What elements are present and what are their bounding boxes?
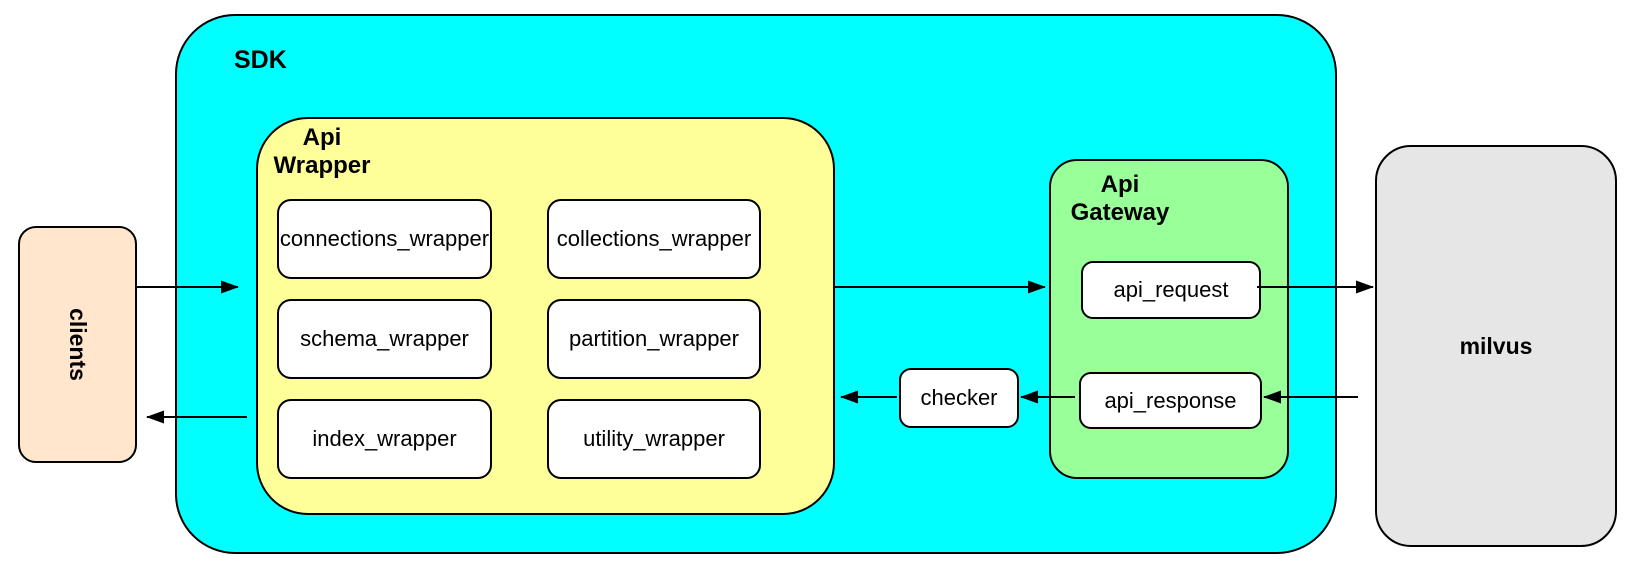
api-wrapper-label-line2: Wrapper bbox=[273, 152, 371, 179]
clients-label: clients bbox=[65, 308, 91, 381]
partition-wrapper-node: partition_wrapper bbox=[547, 299, 761, 379]
api-response-node: api_response bbox=[1079, 372, 1262, 429]
api-request-node: api_request bbox=[1081, 261, 1261, 319]
milvus-node: milvus bbox=[1375, 145, 1617, 547]
api-gateway-container: Api Gateway api_request api_response bbox=[1049, 159, 1289, 479]
api-wrapper-label-line1: Api bbox=[302, 124, 342, 151]
api-gateway-label-line1: Api bbox=[1100, 171, 1140, 198]
clients-node: clients bbox=[18, 226, 137, 463]
connections-wrapper-node: connections_wrapper bbox=[277, 199, 492, 279]
api-wrapper-container: Api Wrapper connections_wrapper collecti… bbox=[256, 117, 835, 515]
sdk-label: SDK bbox=[234, 46, 287, 74]
api-wrapper-label: Api Wrapper bbox=[272, 124, 372, 180]
api-gateway-label-line2: Gateway bbox=[1070, 199, 1170, 226]
api-gateway-label: Api Gateway bbox=[1065, 171, 1175, 227]
collections-wrapper-node: collections_wrapper bbox=[547, 199, 761, 279]
checker-node: checker bbox=[899, 368, 1019, 428]
utility-wrapper-node: utility_wrapper bbox=[547, 399, 761, 479]
milvus-label: milvus bbox=[1459, 332, 1533, 359]
index-wrapper-node: index_wrapper bbox=[277, 399, 492, 479]
sdk-container: SDK Api Wrapper connections_wrapper coll… bbox=[175, 14, 1337, 554]
schema-wrapper-node: schema_wrapper bbox=[277, 299, 492, 379]
